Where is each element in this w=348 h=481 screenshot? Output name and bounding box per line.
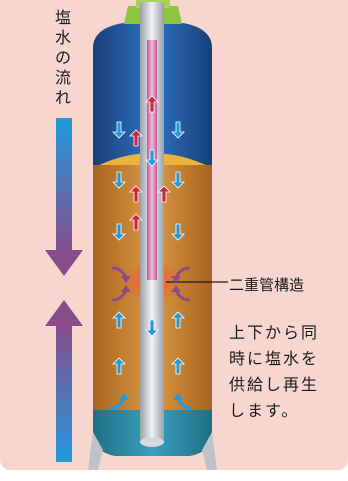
flow-label-char: 水 [54,28,71,47]
description-line: 供給し再生 [229,375,320,394]
flow-label-char: の [54,48,71,67]
down-arrow-icon [145,149,159,167]
down-arrow-icon [171,223,185,241]
flow-bar-top [56,118,72,258]
description-line: します。 [229,401,300,420]
flow-label-char: 塩 [54,8,71,27]
curved-arrow-head-icon [121,276,131,283]
up-arrow-icon [171,357,185,375]
down-arrow-icon [145,319,159,337]
tank [88,0,228,470]
flow-direction-indicator [45,118,83,462]
up-arrow-icon [112,311,126,329]
up-arrow-icon [112,357,126,375]
flow-label: 塩 水 の 流 れ [50,8,76,108]
down-arrow-icon [112,121,126,139]
down-arrow-icon [112,171,126,189]
down-arrow-icon [171,121,185,139]
flow-arrows [109,95,193,410]
down-arrow-icon [112,223,126,241]
up-arrow-icon [129,185,143,203]
up-arrow-icon [129,129,143,147]
up-arrow-icon [45,300,83,326]
curved-arrow-head-icon [171,285,181,292]
up-arrow-icon [145,95,159,113]
curved-arrow-head-icon [121,285,131,292]
up-arrow-icon [129,213,143,231]
flow-bar-bottom [56,324,72,462]
up-arrow-icon [171,311,185,329]
curved-arrow-head-icon [171,276,181,283]
flow-label-char: 流 [54,68,71,87]
up-arrow-icon [157,185,171,203]
description: 上下から同 時に塩水を 供給し再生 します。 [229,320,319,424]
callout-label: 二重管構造 [229,276,305,294]
description-line: 時に塩水を [229,349,320,368]
description-line: 上下から同 [229,323,320,342]
down-arrow-icon [171,171,185,189]
curved-arrow-head-icon [119,393,129,400]
curved-arrow-head-icon [173,393,183,400]
flow-label-char: れ [54,88,71,107]
down-arrow-icon [45,250,83,276]
